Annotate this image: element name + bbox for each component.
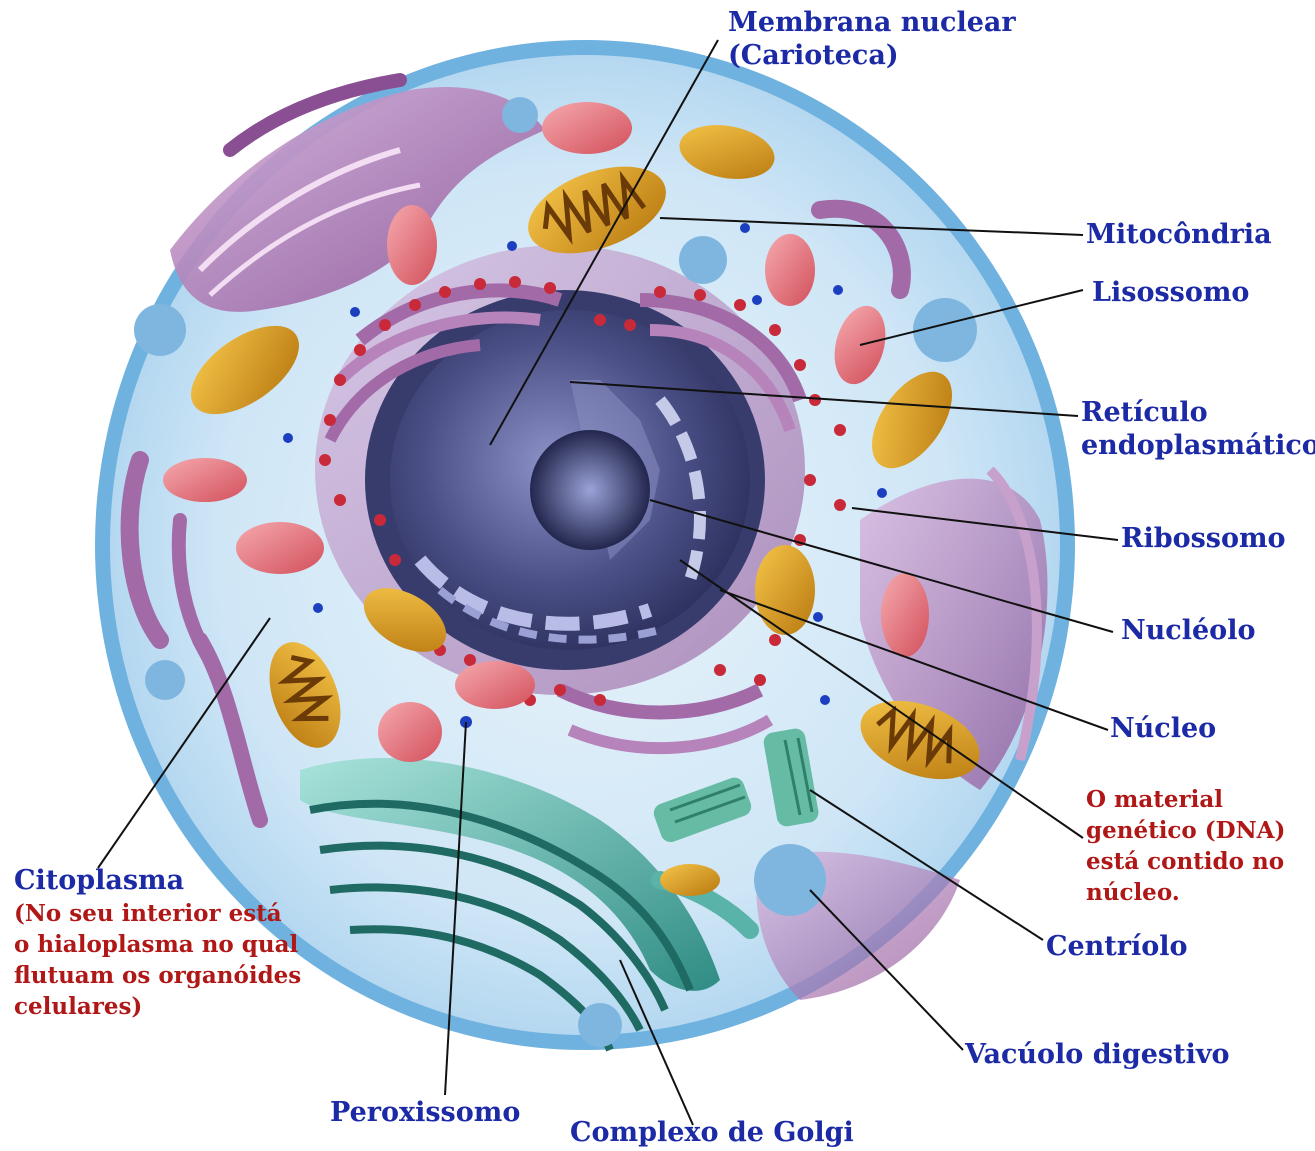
label-reticulo-line2: endoplasmático (1081, 429, 1315, 462)
label-membrana-nuclear: Membrana nuclear (Carioteca) (728, 6, 1016, 72)
nucleolus (530, 430, 650, 550)
label-dna-note-line3: está contido no (1086, 846, 1285, 877)
label-citoplasma-note-line4: celulares) (14, 991, 301, 1022)
label-membrana-nuclear-line2: (Carioteca) (728, 39, 1016, 72)
label-citoplasma: Citoplasma (14, 864, 184, 897)
label-mitocondria: Mitocôndria (1086, 218, 1272, 251)
label-citoplasma-note-line3: flutuam os organóides (14, 960, 301, 991)
label-lisossomo: Lisossomo (1092, 276, 1249, 309)
label-ribossomo: Ribossomo (1121, 522, 1286, 555)
label-dna-note-line4: núcleo. (1086, 877, 1285, 908)
label-membrana-nuclear-line1: Membrana nuclear (728, 6, 1016, 39)
label-peroxissomo: Peroxissomo (330, 1096, 520, 1129)
label-dna-note-line1: O material (1086, 784, 1285, 815)
label-centriolo: Centríolo (1046, 930, 1188, 963)
label-nucleo: Núcleo (1110, 712, 1216, 745)
label-nucleolo: Nucléolo (1121, 614, 1255, 647)
label-dna-note: O material genético (DNA) está contido n… (1086, 784, 1285, 908)
label-citoplasma-note: (No seu interior está o hialoplasma no q… (14, 898, 301, 1022)
label-vacuolo-digestivo: Vacúolo digestivo (965, 1038, 1230, 1071)
label-reticulo-line1: Retículo (1081, 396, 1315, 429)
label-citoplasma-note-line1: (No seu interior está (14, 898, 301, 929)
label-reticulo: Retículo endoplasmático (1081, 396, 1315, 462)
label-complexo-golgi: Complexo de Golgi (570, 1116, 854, 1149)
label-dna-note-line2: genético (DNA) (1086, 815, 1285, 846)
label-citoplasma-note-line2: o hialoplasma no qual (14, 929, 301, 960)
